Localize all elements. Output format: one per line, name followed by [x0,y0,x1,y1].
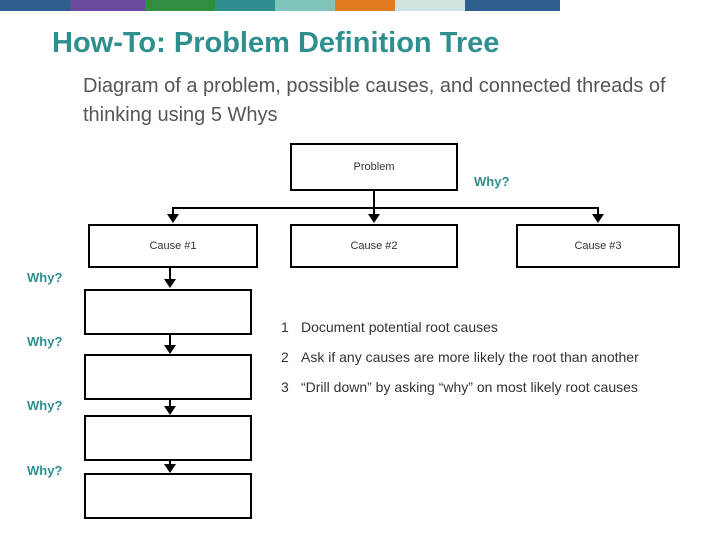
top-bar-segment-7 [395,0,465,11]
step-item: 3 “Drill down” by asking “why” on most li… [281,378,681,397]
top-bar-segment-3 [145,0,215,11]
arrowhead-cause-3 [592,214,604,223]
arrowhead-chain-2 [164,345,176,354]
cause-box-3[interactable]: Cause #3 [516,224,680,268]
arrowhead-cause-1 [167,214,179,223]
connector-horizontal-bus [172,207,598,209]
top-bar-segment-2 [70,0,145,11]
why-empty-box-3[interactable] [84,415,252,461]
step-number-2: 2 [281,349,289,365]
cause-box-1-label: Cause #1 [149,240,197,252]
cause-box-3-label: Cause #3 [574,240,622,252]
top-bar-segment-4 [215,0,275,11]
arrowhead-cause-2 [368,214,380,223]
step-text-1: Document potential root causes [301,319,498,335]
step-text-2: Ask if any causes are more likely the ro… [301,349,639,365]
top-bar-segment-8 [465,0,560,11]
connector-to-cause-3 [597,207,599,216]
top-bar-segment-1 [0,0,70,11]
why-label-2: Why? [27,334,63,349]
connector-chain-3 [169,400,171,408]
why-empty-box-2[interactable] [84,354,252,400]
step-item: 1 Document potential root causes [281,318,681,337]
cause-box-2-label: Cause #2 [350,240,398,252]
arrowhead-chain-1 [164,279,176,288]
why-label-1: Why? [27,270,63,285]
page-title: How-To: Problem Definition Tree [52,27,500,59]
why-label-top: Why? [474,174,510,189]
step-item: 2 Ask if any causes are more likely the r… [281,348,681,367]
connector-to-cause-1 [172,207,174,216]
step-number-1: 1 [281,319,289,335]
connector-to-cause-2 [373,207,375,216]
connector-problem-down [373,191,375,209]
arrowhead-chain-4 [164,464,176,473]
top-color-bar [0,0,720,11]
step-text-3: “Drill down” by asking “why” on most lik… [301,379,638,395]
cause-box-1[interactable]: Cause #1 [88,224,258,268]
cause-box-2[interactable]: Cause #2 [290,224,458,268]
problem-box[interactable]: Problem [290,143,458,191]
problem-box-label: Problem [353,161,395,173]
why-label-3: Why? [27,398,63,413]
why-label-4: Why? [27,463,63,478]
top-bar-segment-6 [335,0,395,11]
top-bar-segment-9 [560,0,720,11]
slide-subtitle: Diagram of a problem, possible causes, a… [83,75,666,126]
connector-chain-1 [169,268,171,281]
arrowhead-chain-3 [164,406,176,415]
step-number-3: 3 [281,379,289,395]
why-empty-box-1[interactable] [84,289,252,335]
steps-list: 1 Document potential root causes 2 Ask if a… [281,318,681,408]
why-empty-box-4[interactable] [84,473,252,519]
top-bar-segment-5 [275,0,335,11]
connector-chain-2 [169,335,171,347]
